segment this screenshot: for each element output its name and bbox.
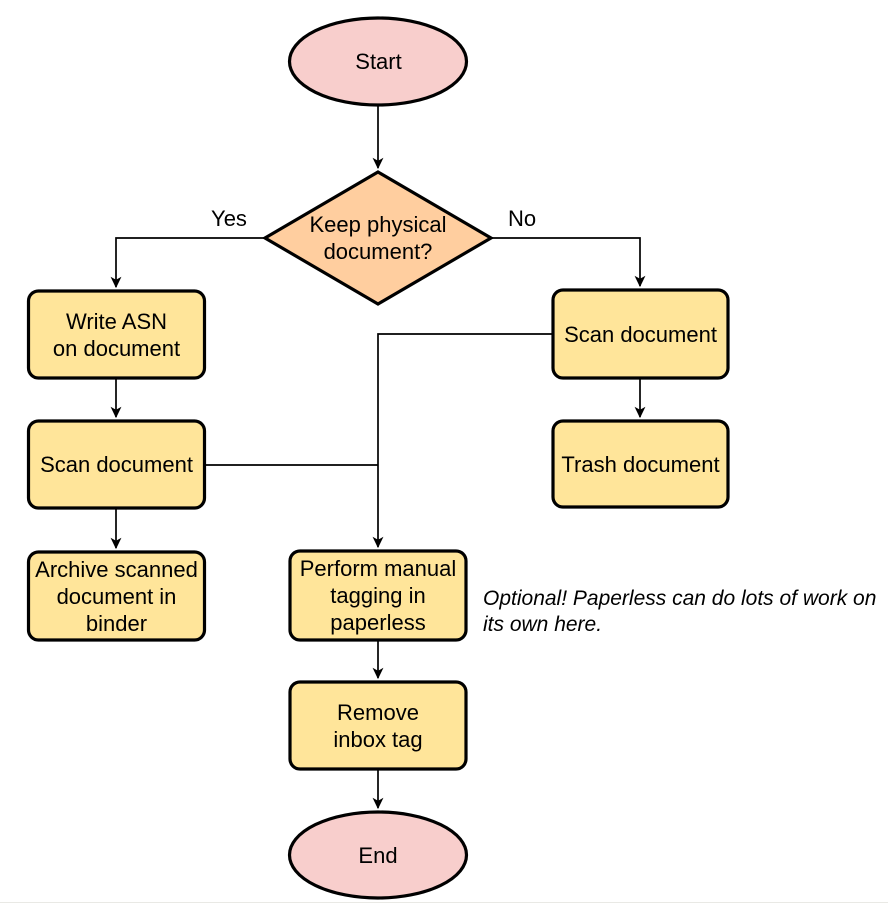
start-node-label: Start — [355, 49, 402, 74]
end-terminator-shape — [287, 810, 469, 900]
decision-diamond-shape — [261, 170, 495, 306]
scan-right-box-shape — [551, 288, 730, 380]
end-node-label: End — [358, 842, 398, 868]
write-asn-node-label: Write ASN on document — [52, 308, 181, 361]
edge-scan-right-to-tagging — [372, 333, 553, 549]
scan-left-box-shape — [26, 419, 207, 510]
decision-node-label: Keep physical document? — [309, 212, 447, 264]
archive-box-shape — [26, 550, 207, 642]
optional-annotation: Optional! Paperless can do lots of work … — [483, 587, 877, 636]
trash-box-shape — [551, 419, 730, 509]
write-asn-box-shape — [26, 289, 207, 380]
archive-node-label: Archive scanned document in binder — [35, 556, 198, 636]
tagging-box-shape — [288, 549, 468, 642]
scan-right-node-label: Scan document — [564, 321, 717, 347]
remove-inbox-box-shape — [288, 680, 468, 771]
edge-decision-no-to-scan-right — [491, 237, 646, 288]
trash-node-label: Trash document — [561, 451, 720, 477]
start-terminator-shape — [287, 16, 469, 107]
bottom-divider-line — [0, 902, 888, 903]
no-branch-label: No — [507, 206, 537, 231]
scan-left-node-label: Scan document — [40, 452, 193, 477]
edge-decision-yes-to-write-asn — [110, 237, 265, 289]
remove-inbox-node-label: Remove inbox tag — [333, 699, 423, 752]
tagging-node-label: Perform manual tagging in paperless — [299, 556, 457, 635]
yes-branch-label: Yes — [211, 206, 247, 231]
